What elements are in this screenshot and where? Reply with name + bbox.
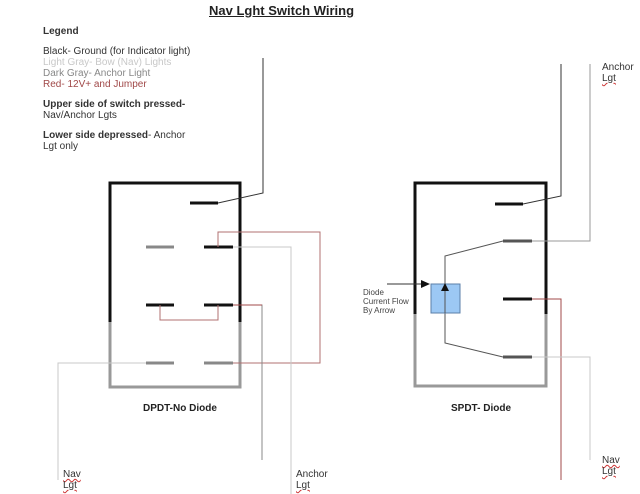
dpdt-anchor-label: Anchor Lgt xyxy=(296,469,328,491)
dpdt-switch xyxy=(57,58,321,494)
legend-entry-red: Red- 12V+ and Jumper xyxy=(43,79,147,90)
legend-entry-dark-gray: Dark Gray- Anchor Light xyxy=(43,68,151,79)
upper-side-text: Nav/Anchor Lgts xyxy=(43,110,117,121)
spdt-switch xyxy=(413,64,591,480)
legend-heading: Legend xyxy=(43,26,79,37)
diode-icon xyxy=(430,283,461,314)
lower-side-text-2: Lgt only xyxy=(43,141,79,152)
legend: Legend Black- Ground (for Indicator ligh… xyxy=(43,26,190,152)
dpdt-nav-label: Nav Lgt xyxy=(63,469,81,491)
lower-side-heading: Lower side depressed xyxy=(43,130,149,141)
lower-side-text: - Anchor xyxy=(148,130,186,141)
dpdt-caption: DPDT-No Diode xyxy=(143,403,217,414)
spdt-nav-label: Nav Lgt xyxy=(602,455,620,477)
legend-entry-black: Black- Ground (for Indicator light) xyxy=(43,46,191,57)
arrow-icon xyxy=(387,280,430,288)
legend-entry-light-gray: Light Gray- Bow (Nav) Lights xyxy=(43,57,172,68)
spdt-anchor-label: Anchor Lgt xyxy=(602,62,634,84)
upper-side-heading: Upper side of switch pressed- xyxy=(43,99,186,110)
diagram-title: Nav Lght Switch Wiring xyxy=(209,3,355,18)
diode-note: Diode Current Flow By Arrow xyxy=(363,288,409,315)
spdt-caption: SPDT- Diode xyxy=(451,403,512,414)
